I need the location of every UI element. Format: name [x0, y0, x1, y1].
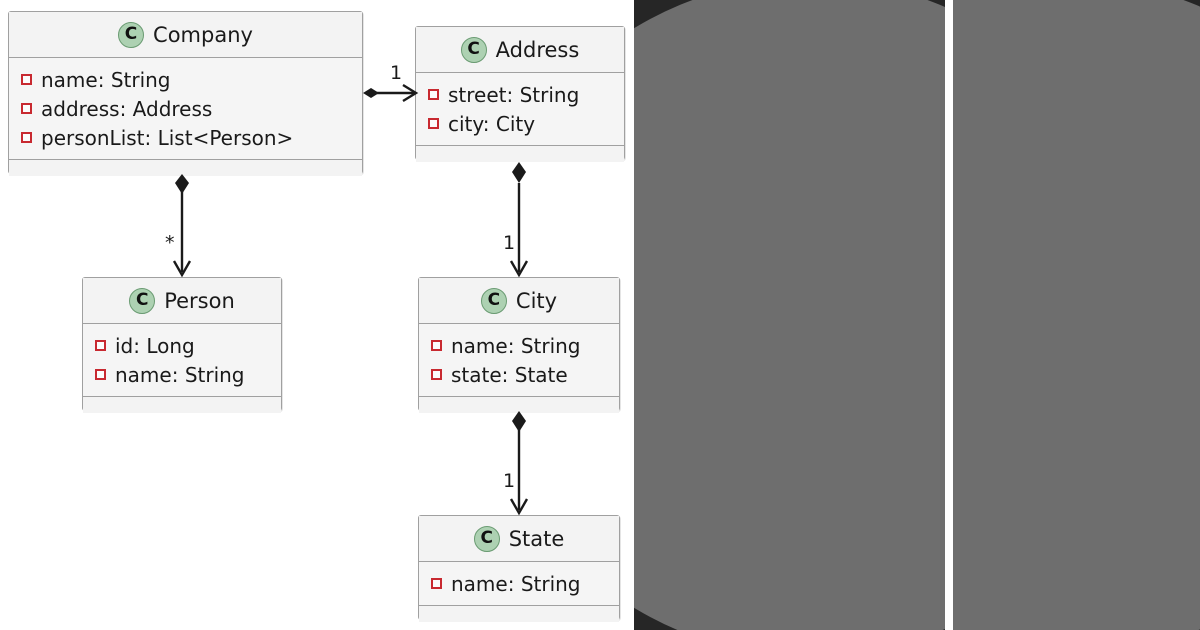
class-header-state: C State: [419, 516, 619, 562]
dark-panel-left: [634, 0, 945, 630]
edge-company-address: [363, 83, 419, 103]
private-visibility-icon: [21, 74, 32, 85]
attribute-row: id: Long: [83, 331, 281, 360]
attribute-label: personList: List<Person>: [41, 125, 294, 150]
panel-divider: [945, 0, 953, 630]
attribute-row: name: String: [9, 65, 362, 94]
open-arrow-icon: [509, 260, 529, 278]
open-arrow-icon: [172, 260, 192, 278]
private-visibility-icon: [21, 103, 32, 114]
attribute-row: personList: List<Person>: [9, 123, 362, 152]
class-stereotype-icon: C: [129, 287, 156, 314]
class-name-label: Address: [495, 37, 580, 62]
uml-class-diagram: C Company name: String address: Address …: [8, 11, 625, 622]
attribute-label: street: String: [448, 82, 580, 107]
attribute-row: street: String: [416, 80, 624, 109]
class-stereotype-icon: C: [473, 525, 500, 552]
private-visibility-icon: [431, 578, 442, 589]
panel-circle-shape: [634, 0, 945, 630]
attribute-row: name: String: [419, 331, 619, 360]
class-header-city: C City: [419, 278, 619, 324]
class-attributes-person: id: Long name: String: [83, 324, 281, 397]
class-methods-state: [419, 606, 619, 622]
open-arrow-icon: [509, 498, 529, 516]
class-methods-city: [419, 397, 619, 413]
class-name-label: State: [508, 526, 565, 551]
class-stereotype-icon: C: [460, 36, 487, 63]
private-visibility-icon: [95, 340, 106, 351]
edge-company-person: [172, 174, 192, 278]
class-methods-person: [83, 397, 281, 413]
private-visibility-icon: [21, 132, 32, 143]
filled-diamond-icon: [512, 411, 526, 432]
class-attributes-state: name: String: [419, 562, 619, 606]
class-name-label: Person: [164, 288, 235, 313]
uml-class-person[interactable]: C Person id: Long name: String: [82, 277, 282, 413]
attribute-label: state: State: [451, 362, 568, 387]
class-attributes-company: name: String address: Address personList…: [9, 58, 362, 160]
class-name-label: City: [515, 288, 558, 313]
class-header-person: C Person: [83, 278, 281, 324]
attribute-label: id: Long: [115, 333, 195, 358]
filled-diamond-icon: [512, 162, 526, 183]
private-visibility-icon: [431, 340, 442, 351]
attribute-row: name: String: [419, 569, 619, 598]
class-header-company: C Company: [9, 12, 362, 58]
attribute-row: address: Address: [9, 94, 362, 123]
attribute-row: name: String: [83, 360, 281, 389]
edge-city-state: [509, 411, 529, 516]
filled-diamond-icon: [363, 88, 379, 98]
private-visibility-icon: [428, 118, 439, 129]
uml-class-company[interactable]: C Company name: String address: Address …: [8, 11, 363, 176]
class-stereotype-icon: C: [118, 21, 145, 48]
attribute-label: name: String: [451, 333, 581, 358]
class-attributes-address: street: String city: City: [416, 73, 624, 146]
private-visibility-icon: [428, 89, 439, 100]
private-visibility-icon: [95, 369, 106, 380]
class-methods-address: [416, 146, 624, 162]
filled-diamond-icon: [175, 174, 189, 194]
class-methods-company: [9, 160, 362, 176]
panel-circle-shape: [953, 0, 1200, 630]
class-header-address: C Address: [416, 27, 624, 73]
attribute-label: address: Address: [41, 96, 213, 121]
uml-class-city[interactable]: C City name: String state: State: [418, 277, 620, 413]
attribute-label: city: City: [448, 111, 536, 136]
private-visibility-icon: [431, 369, 442, 380]
uml-class-state[interactable]: C State name: String: [418, 515, 620, 622]
attribute-label: name: String: [115, 362, 245, 387]
attribute-row: state: State: [419, 360, 619, 389]
multiplicity-label-company-person: *: [165, 232, 175, 254]
class-attributes-city: name: String state: State: [419, 324, 619, 397]
edge-address-city: [509, 162, 529, 278]
uml-class-address[interactable]: C Address street: String city: City: [415, 26, 625, 162]
multiplicity-label-address-city: 1: [503, 232, 516, 254]
attribute-label: name: String: [451, 571, 581, 596]
attribute-label: name: String: [41, 67, 171, 92]
class-name-label: Company: [153, 22, 253, 47]
class-stereotype-icon: C: [480, 287, 507, 314]
attribute-row: city: City: [416, 109, 624, 138]
multiplicity-label-city-state: 1: [503, 470, 516, 492]
multiplicity-label-company-address: 1: [390, 62, 403, 84]
dark-panel-right: [953, 0, 1200, 630]
